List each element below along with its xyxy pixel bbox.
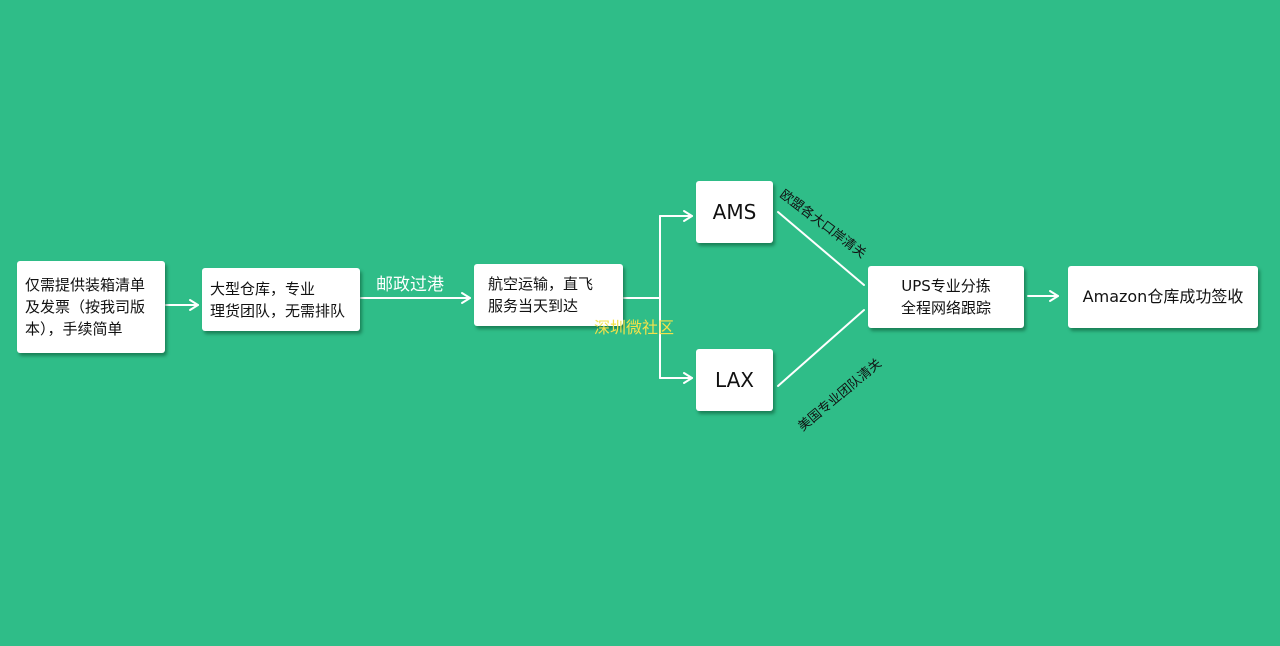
connector-ams-to-ups — [777, 211, 865, 286]
step4-line-2: 全程网络跟踪 — [900, 299, 991, 317]
step4-line-1: UPS专业分拣 — [901, 277, 991, 295]
step2-line-1: 大型仓库，专业 — [210, 279, 316, 298]
step1-line-3: 本），手续简单 — [25, 320, 123, 338]
step1-line-1: 仅需提供装箱清单 — [25, 276, 146, 294]
lax-airport-box: LAX — [696, 349, 773, 411]
step-packing-list-box: 仅需提供装箱清单 及发票（按我司版 本），手续简单 — [17, 261, 165, 353]
step1-line-2: 及发票（按我司版 — [25, 298, 146, 316]
connector-lax-to-ups — [777, 309, 865, 387]
step2-line-2: 理货团队，无需排队 — [210, 301, 346, 320]
arrowhead-ams — [683, 210, 693, 222]
arrowhead-lax — [683, 372, 693, 384]
step5-label: Amazon仓库成功签收 — [1082, 287, 1244, 306]
watermark-text: 深圳微社区 — [594, 318, 675, 337]
lax-label: LAX — [715, 368, 754, 392]
postal-route-label: 邮政过港 — [376, 275, 444, 295]
step3-line-2: 服务当天到达 — [488, 297, 579, 315]
step-air-freight-box: 航空运输，直飞 服务当天到达 — [474, 264, 623, 326]
ams-airport-box: AMS — [696, 181, 773, 243]
step-amazon-signed-box: Amazon仓库成功签收 — [1068, 266, 1258, 328]
arrowhead-amazon — [1049, 290, 1059, 302]
step-ups-sorting-box: UPS专业分拣 全程网络跟踪 — [868, 266, 1024, 328]
step-warehouse-box: 大型仓库，专业 理货团队，无需排队 — [202, 268, 360, 331]
arrowhead-step2 — [189, 299, 199, 311]
step3-line-1: 航空运输，直飞 — [488, 275, 594, 293]
arrowhead-step3 — [461, 292, 471, 304]
ams-label: AMS — [712, 200, 757, 224]
